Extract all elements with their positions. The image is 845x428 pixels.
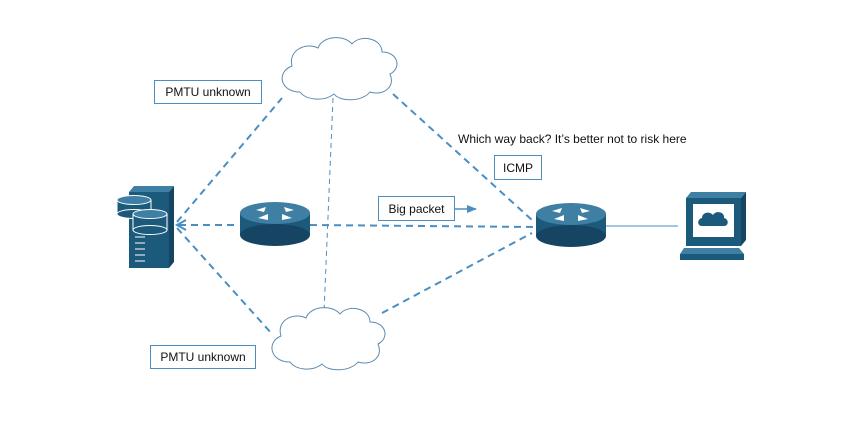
- computer-icon: [680, 192, 746, 260]
- router-icon: [536, 203, 606, 247]
- router-icon: [240, 202, 310, 246]
- which-way-back-text: Which way back? It’s better not to risk …: [458, 132, 687, 146]
- server-icon: [116, 186, 174, 268]
- big-packet-label: Big packet: [378, 196, 455, 221]
- icmp-label: ICMP: [494, 155, 542, 180]
- link-server-top-cloud: [176, 97, 283, 223]
- server-arrow-icon: [174, 219, 187, 231]
- link-top-cloud-right-router: [392, 93, 533, 221]
- cloud-icon: [281, 37, 398, 101]
- link-bottom-cloud-right-router: [381, 232, 533, 314]
- pmtu-unknown-label-top: PMTU unknown: [154, 80, 262, 104]
- link-left-router-right-router: [309, 224, 535, 228]
- link-top-cloud-bottom-cloud: [323, 97, 334, 313]
- cloud-icon: [271, 307, 386, 371]
- pmtu-unknown-label-bottom: PMTU unknown: [150, 345, 256, 369]
